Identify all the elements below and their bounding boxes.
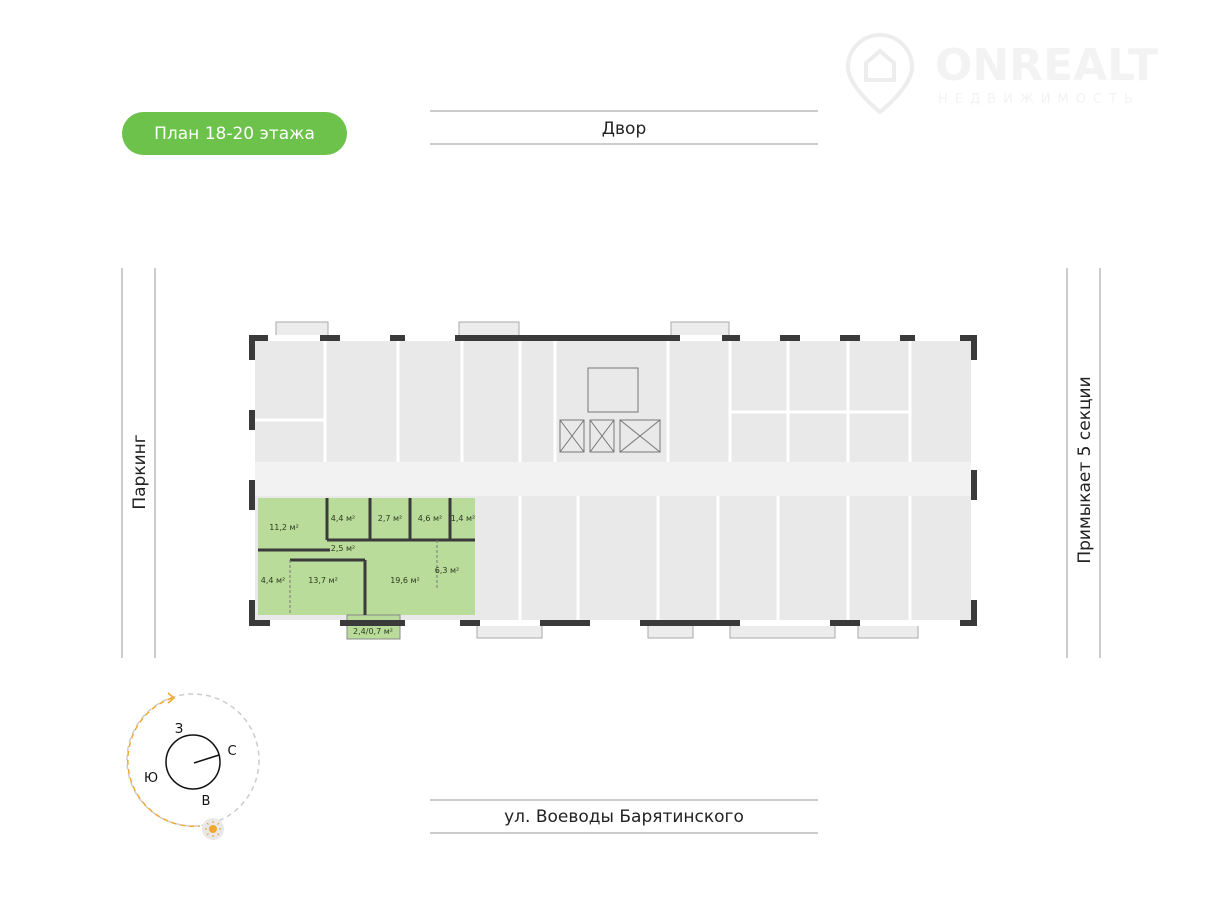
room-area-label: 11,2 м² [269,523,299,532]
highlighted-apartment[interactable]: 11,2 м² 4,4 м² 2,7 м² 4,6 м² 1,4 м² 2,5 … [258,498,476,640]
street-left: Паркинг [121,268,156,658]
svg-text:НЕДВИЖИМОСТЬ: НЕДВИЖИМОСТЬ [938,92,1140,107]
floor-plan-badge: План 18-20 этажа [122,112,347,155]
room-area-label: 4,4 м² [331,514,356,523]
room-area-label: 4,6 м² [418,514,443,523]
room-area-label: 4,4 м² [261,576,286,585]
compass-west: З [175,722,183,737]
compass-east: В [202,794,211,809]
room-area-label: 2,5 м² [331,544,356,553]
compass-north: С [227,744,236,759]
compass: З С Ю В [126,692,260,840]
room-area-label: 2,7 м² [378,514,403,523]
svg-text:ONREALT: ONREALT [935,40,1158,91]
room-area-label: 13,7 м² [308,576,338,585]
street-bottom-label: ул. Воеводы Барятинского [504,807,744,827]
street-top-label: Двор [602,119,647,139]
room-area-label: 19,6 м² [390,576,420,585]
balcony-area-label: 2,4/0,7 м² [353,627,393,636]
compass-south: Ю [144,771,158,786]
building: 11,2 м² 4,4 м² 2,7 м² 4,6 м² 1,4 м² 2,5 … [249,321,977,640]
watermark-logo: ONREALT НЕДВИЖИМОСТЬ [845,32,1158,115]
room-area-label: 1,4 м² [451,514,476,523]
street-right: Примыкает 5 секции [1066,268,1101,658]
street-left-label: Паркинг [130,434,150,509]
street-bottom: ул. Воеводы Барятинского [430,799,818,834]
sun-path-arrow-icon [167,692,176,704]
room-area-label: 6,3 м² [435,566,460,575]
sun-icon [202,818,224,840]
street-top: Двор [430,110,818,145]
street-right-label: Примыкает 5 секции [1075,376,1095,563]
